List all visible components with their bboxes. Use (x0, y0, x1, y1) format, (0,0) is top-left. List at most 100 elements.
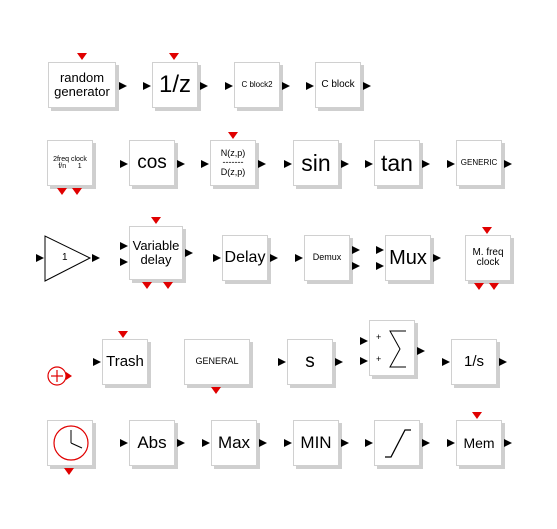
generic-block[interactable]: GENERIC (456, 140, 502, 186)
mem-block[interactable]: Mem (456, 420, 502, 466)
input-port[interactable] (213, 254, 221, 262)
event-output-port[interactable] (64, 468, 74, 475)
mux-block[interactable]: Mux (385, 235, 431, 281)
tan-block[interactable]: tan (374, 140, 420, 186)
s-block[interactable]: s (287, 339, 333, 385)
cos-block[interactable]: cos (129, 140, 175, 186)
output-port[interactable] (119, 82, 127, 90)
variable-delay-label-2: delay (140, 252, 172, 267)
input-port[interactable] (278, 358, 286, 366)
input-port[interactable] (120, 439, 128, 447)
output-port[interactable] (259, 439, 267, 447)
output-port[interactable] (504, 439, 512, 447)
output-port[interactable] (422, 160, 430, 168)
output-port[interactable] (335, 358, 343, 366)
input-port[interactable] (225, 82, 233, 90)
output-port[interactable] (352, 246, 360, 254)
event-output-port[interactable] (57, 188, 67, 195)
output-port[interactable] (258, 160, 266, 168)
input-port[interactable] (201, 160, 209, 168)
input-port[interactable] (447, 439, 455, 447)
input-port[interactable] (143, 82, 151, 90)
input-port[interactable] (295, 254, 303, 262)
c-block2[interactable]: C block2 (234, 62, 280, 108)
c-block-label: C block (321, 78, 355, 90)
event-output-port[interactable] (72, 188, 82, 195)
event-input-port[interactable] (482, 227, 492, 234)
output-port[interactable] (363, 82, 371, 90)
output-port[interactable] (433, 254, 441, 262)
trash-block[interactable]: Trash (102, 339, 148, 385)
event-output-port[interactable] (489, 283, 499, 290)
m-freq-clock-label-2: clock (476, 257, 500, 268)
output-port[interactable] (92, 254, 100, 262)
transfer-function-block[interactable]: N(z,p)-------D(z,p) (210, 140, 256, 186)
input-port[interactable] (284, 439, 292, 447)
input-port[interactable] (120, 160, 128, 168)
output-port[interactable] (499, 358, 507, 366)
input-port[interactable] (447, 160, 455, 168)
output-port[interactable] (341, 160, 349, 168)
clock-block[interactable] (47, 420, 93, 466)
s-label: s (305, 351, 315, 373)
input-port[interactable] (442, 358, 450, 366)
input-port[interactable] (66, 372, 72, 380)
input-port[interactable] (365, 439, 373, 447)
output-port[interactable] (422, 439, 430, 447)
event-input-port[interactable] (151, 217, 161, 224)
event-input-port[interactable] (77, 53, 87, 60)
input-port[interactable] (360, 337, 368, 345)
input-port[interactable] (36, 254, 44, 262)
event-output-port[interactable] (142, 282, 152, 289)
input-port[interactable] (365, 160, 373, 168)
output-port[interactable] (270, 254, 278, 262)
random-generator-label-2: generator (54, 84, 110, 99)
demux-block[interactable]: Demux (304, 235, 350, 281)
sum-plus-1: + (376, 332, 382, 342)
max-block[interactable]: Max (211, 420, 257, 466)
input-port[interactable] (120, 258, 128, 266)
output-port[interactable] (417, 347, 425, 355)
output-port[interactable] (177, 160, 185, 168)
event-input-port[interactable] (169, 53, 179, 60)
event-input-port[interactable] (228, 132, 238, 139)
input-port[interactable] (360, 357, 368, 365)
output-port[interactable] (200, 82, 208, 90)
integrator-block[interactable]: 1/s (451, 339, 497, 385)
delay-1z-label: 1/z (158, 71, 191, 99)
summation-block[interactable]: + + (369, 320, 415, 376)
input-port[interactable] (93, 358, 101, 366)
min-block[interactable]: MIN (293, 420, 339, 466)
input-port[interactable] (376, 262, 384, 270)
input-port[interactable] (120, 242, 128, 250)
event-input-port[interactable] (118, 331, 128, 338)
output-port[interactable] (504, 160, 512, 168)
input-port[interactable] (306, 82, 314, 90)
event-output-port[interactable] (163, 282, 173, 289)
delay-1z-block[interactable]: 1/z (152, 62, 198, 108)
general-block[interactable]: GENERAL (184, 339, 250, 385)
c-block[interactable]: C block (315, 62, 361, 108)
sin-block[interactable]: sin (293, 140, 339, 186)
output-port[interactable] (282, 82, 290, 90)
input-port[interactable] (202, 439, 210, 447)
event-output-port[interactable] (211, 387, 221, 394)
output-port[interactable] (341, 439, 349, 447)
input-port[interactable] (284, 160, 292, 168)
m-freq-clock-label-1: M. freq (472, 246, 504, 258)
saturation-block[interactable] (374, 420, 420, 466)
transfer-denominator: D(z,p) (220, 166, 246, 177)
output-port[interactable] (352, 262, 360, 270)
output-port[interactable] (185, 249, 193, 257)
output-port[interactable] (177, 439, 185, 447)
event-input-port[interactable] (472, 412, 482, 419)
abs-block[interactable]: Abs (129, 420, 175, 466)
input-port[interactable] (376, 246, 384, 254)
variable-delay-label-1: Variable (132, 238, 180, 254)
delay-block[interactable]: Delay (222, 235, 268, 281)
event-output-port[interactable] (474, 283, 484, 290)
